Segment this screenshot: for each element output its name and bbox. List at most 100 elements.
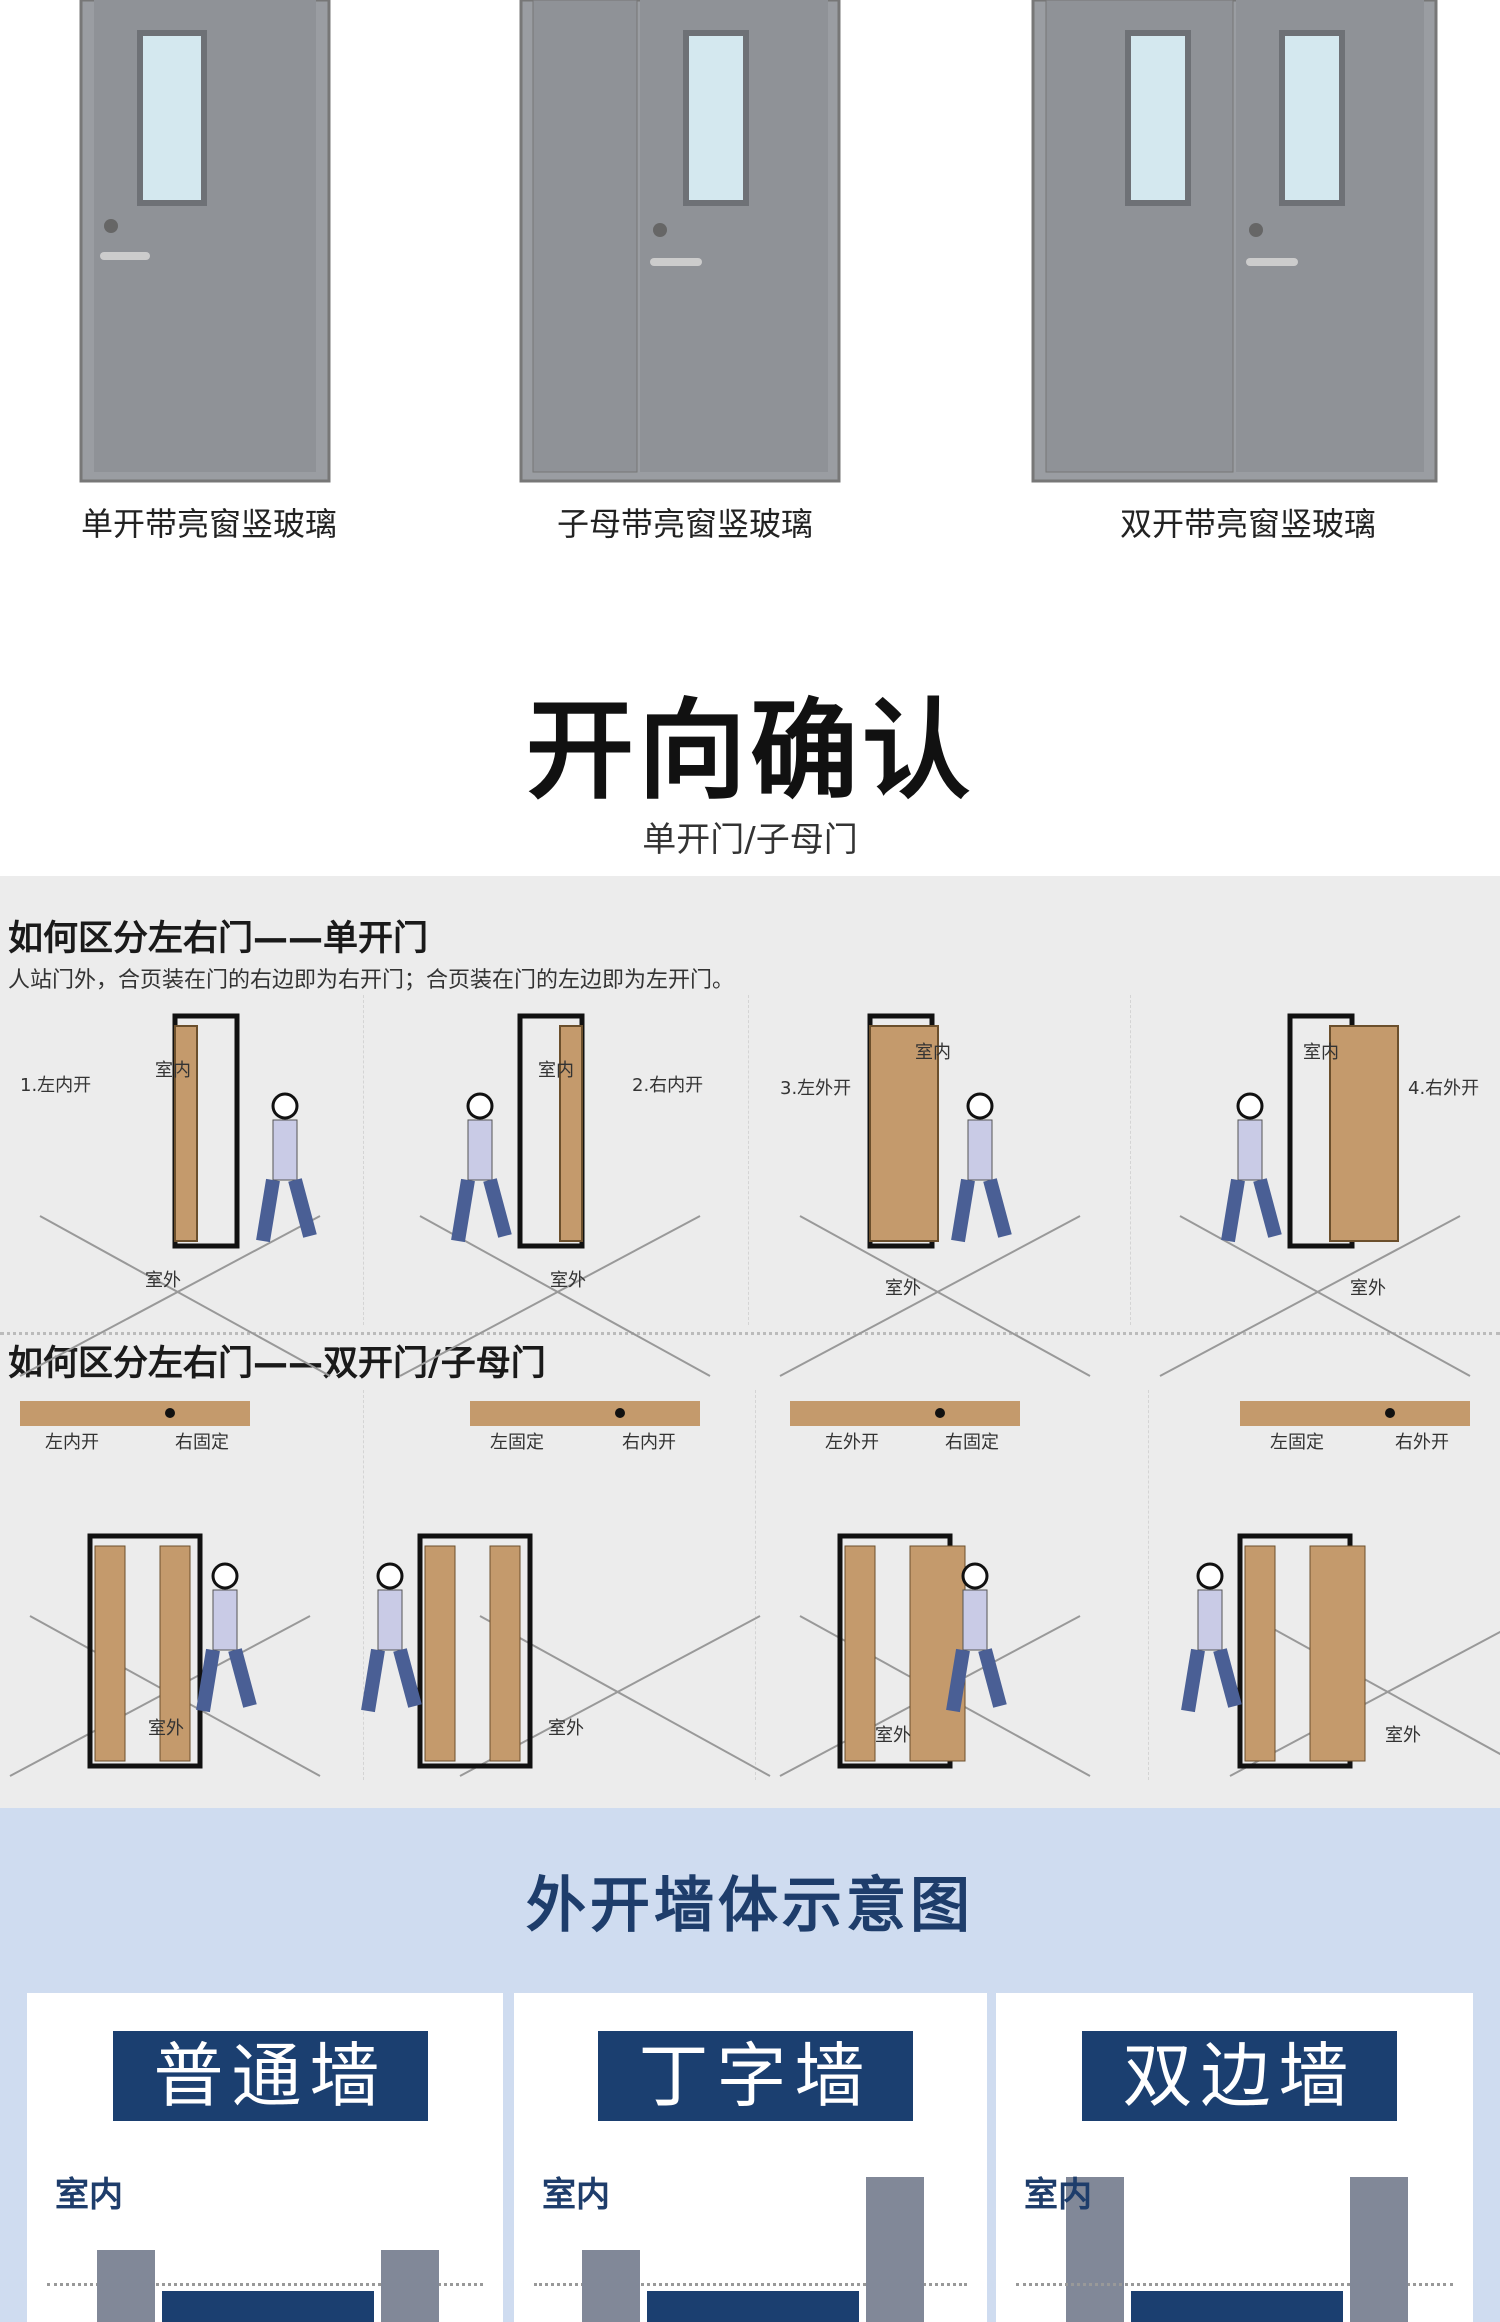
door-leaf bbox=[869, 1025, 939, 1242]
outdoor-label: 室外 bbox=[148, 1718, 184, 1739]
wall-block bbox=[97, 2250, 155, 2322]
person-shirt bbox=[377, 1589, 403, 1651]
divider bbox=[748, 995, 749, 1325]
lock-dot bbox=[935, 1408, 945, 1418]
door-leaf bbox=[1131, 2291, 1343, 2322]
door-leaf bbox=[559, 1025, 583, 1242]
person-shirt bbox=[212, 1589, 238, 1651]
wall-section-title: 外开墙体示意图 bbox=[526, 1871, 974, 1941]
person-legs bbox=[361, 1648, 422, 1713]
right-leaf-label: 右固定 bbox=[175, 1432, 229, 1453]
wall-block bbox=[1066, 2177, 1124, 2322]
left-leaf-label: 左内开 bbox=[45, 1432, 99, 1453]
person-shirt bbox=[467, 1119, 493, 1181]
person-legs bbox=[256, 1178, 317, 1243]
door-caption-single: 单开带亮窗竖玻璃 bbox=[80, 505, 337, 543]
single-door-heading: 如何区分左右门——单开门 bbox=[8, 919, 429, 959]
person-shirt bbox=[1197, 1589, 1223, 1651]
divider bbox=[755, 1390, 756, 1780]
floor-lines bbox=[779, 1215, 1091, 1377]
person-legs bbox=[1221, 1178, 1282, 1243]
person-head bbox=[271, 1092, 299, 1120]
door-plan-bar bbox=[470, 1401, 700, 1426]
indoor-label: 室内 bbox=[1024, 2175, 1092, 2215]
floor-lines bbox=[399, 1215, 711, 1377]
left-leaf-label: 左固定 bbox=[490, 1432, 544, 1453]
door-plan-bar bbox=[790, 1401, 1020, 1426]
divider bbox=[1130, 995, 1131, 1325]
door-leaf-left bbox=[424, 1545, 456, 1762]
door-plan-bar bbox=[1240, 1401, 1470, 1426]
person-head bbox=[376, 1562, 404, 1590]
right-leaf-label: 右固定 bbox=[945, 1432, 999, 1453]
person-legs bbox=[1181, 1648, 1242, 1713]
page-title: 开向确认 bbox=[525, 689, 974, 814]
wall-block bbox=[1350, 2177, 1408, 2322]
person-head bbox=[966, 1092, 994, 1120]
indoor-label: 室内 bbox=[542, 2175, 610, 2215]
indoor-label: 室内 bbox=[1303, 1042, 1339, 1063]
door-leaf-left bbox=[844, 1545, 876, 1762]
door-direction-illustrations bbox=[9, 1013, 1500, 1777]
wall-type-tag: 普通墙 bbox=[113, 2031, 428, 2121]
double-door-image bbox=[1031, 0, 1438, 483]
door-frame bbox=[87, 1533, 203, 1769]
person-shirt bbox=[962, 1589, 988, 1651]
outdoor-label: 室外 bbox=[1350, 1278, 1386, 1299]
lock-dot bbox=[1385, 1408, 1395, 1418]
floor-lines bbox=[1159, 1215, 1471, 1377]
door-leaf-right bbox=[159, 1545, 191, 1762]
lock-dot bbox=[165, 1408, 175, 1418]
double-door-heading: 如何区分左右门——双开门/子母门 bbox=[8, 1344, 546, 1384]
left-leaf-label: 左固定 bbox=[1270, 1432, 1324, 1453]
wall-type-tag: 双边墙 bbox=[1082, 2031, 1397, 2121]
outdoor-label: 室外 bbox=[550, 1270, 586, 1291]
outdoor-label: 室外 bbox=[875, 1725, 911, 1746]
door-leaf bbox=[1329, 1025, 1399, 1242]
right-leaf-label: 右内开 bbox=[622, 1432, 676, 1453]
wall-type-tag: 丁字墙 bbox=[598, 2031, 913, 2121]
wall-block bbox=[582, 2250, 640, 2322]
divider bbox=[363, 1390, 364, 1780]
page-subtitle: 单开门/子母门 bbox=[642, 820, 858, 860]
left-leaf-label: 左外开 bbox=[825, 1432, 879, 1453]
floor-lines bbox=[1229, 1615, 1500, 1777]
door-leaf-right bbox=[1309, 1545, 1366, 1762]
indoor-label: 室内 bbox=[155, 1060, 191, 1081]
panel-label: 2.右内开 bbox=[632, 1075, 704, 1096]
panel-label: 1.左内开 bbox=[20, 1075, 92, 1096]
outdoor-label: 室外 bbox=[885, 1278, 921, 1299]
person-shirt bbox=[1237, 1119, 1263, 1181]
door-leaf bbox=[174, 1025, 198, 1242]
indoor-label: 室内 bbox=[55, 2175, 123, 2215]
door-leaf bbox=[647, 2291, 859, 2322]
divider bbox=[1148, 1390, 1149, 1780]
panel-label: 4.右外开 bbox=[1408, 1078, 1480, 1099]
person-legs bbox=[451, 1178, 512, 1243]
right-leaf-label: 右外开 bbox=[1395, 1432, 1449, 1453]
door-plan-bar bbox=[20, 1401, 250, 1426]
person-legs bbox=[951, 1178, 1012, 1243]
door-leaf-left bbox=[1244, 1545, 1276, 1762]
wall-card-double-sided: 双边墙 室内 bbox=[996, 1993, 1473, 2322]
floor-lines bbox=[19, 1215, 331, 1377]
person-legs bbox=[196, 1648, 257, 1713]
outdoor-label: 室外 bbox=[145, 1270, 181, 1291]
person-head bbox=[466, 1092, 494, 1120]
door-images bbox=[79, 0, 1438, 483]
wall-card-t-shaped: 丁字墙 室内 bbox=[514, 1993, 987, 2322]
section-divider bbox=[0, 1332, 1500, 1335]
wall-block bbox=[381, 2250, 439, 2322]
divider bbox=[363, 995, 364, 1325]
mother-son-door-image bbox=[519, 0, 841, 483]
door-leaf-left bbox=[94, 1545, 126, 1762]
person-shirt bbox=[967, 1119, 993, 1181]
door-caption-mother-son: 子母带亮窗竖玻璃 bbox=[556, 505, 813, 543]
door-caption-double: 双开带亮窗竖玻璃 bbox=[1119, 505, 1376, 543]
wall-line bbox=[1016, 2283, 1453, 2286]
door-leaf-right bbox=[489, 1545, 521, 1762]
wall-line bbox=[47, 2283, 483, 2286]
indoor-label: 室内 bbox=[915, 1042, 951, 1063]
wall-block bbox=[866, 2177, 924, 2322]
panel-label: 3.左外开 bbox=[780, 1078, 852, 1099]
